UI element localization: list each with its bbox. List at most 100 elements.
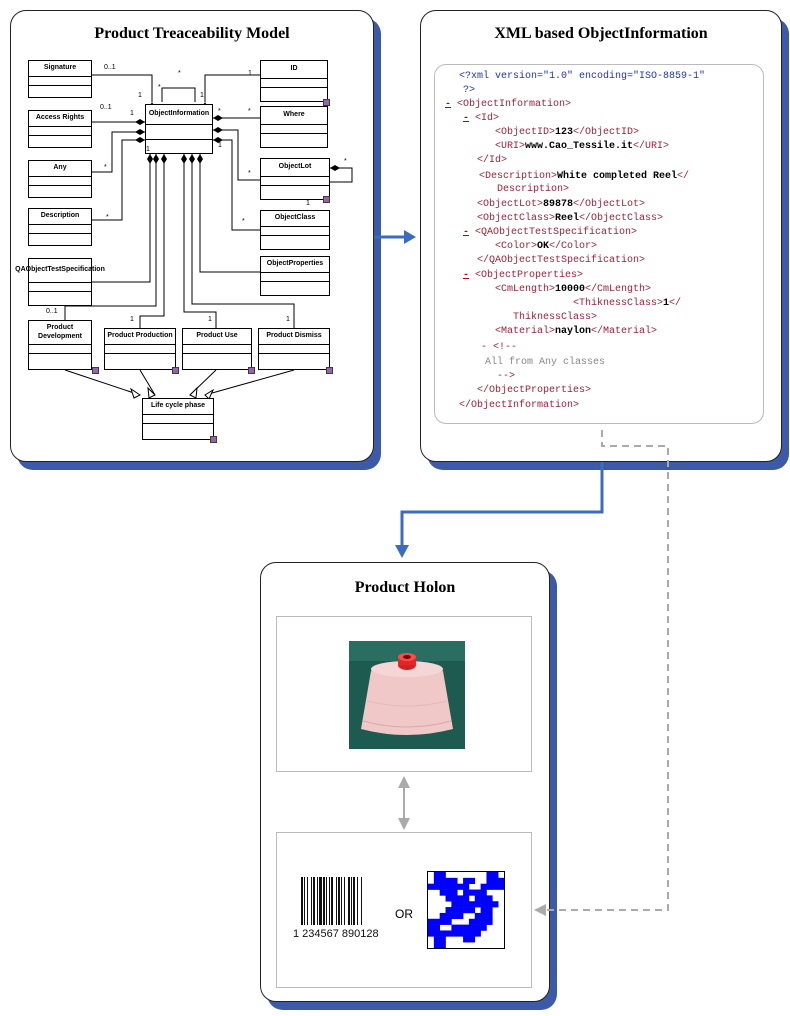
qr-module [439, 877, 446, 884]
collapse-toggle[interactable]: - [463, 227, 470, 238]
qr-module [468, 889, 476, 896]
qr-module [480, 889, 487, 896]
qr-module [451, 907, 458, 914]
qr-module [445, 907, 452, 914]
barcode-bar [304, 877, 305, 925]
xml-line: --> [497, 371, 516, 382]
arrow-down-icon [395, 545, 409, 558]
qr-module [457, 895, 464, 902]
qr-module [463, 895, 470, 902]
class-name: ObjectClass [261, 211, 329, 227]
qr-module [439, 936, 446, 943]
qr-module [492, 901, 499, 908]
barcode-bar [361, 877, 362, 925]
qr-module [474, 912, 481, 920]
xml-line: - <QAObjectTestSpecification> [463, 227, 638, 238]
qr-module [468, 936, 476, 943]
collapse-toggle[interactable]: - [463, 270, 470, 281]
class-name: ObjectProperties [261, 257, 329, 273]
qr-module [486, 912, 493, 920]
qr-module [468, 877, 476, 884]
qr-module [474, 889, 481, 896]
barcode-bar [317, 877, 318, 925]
qr-module [486, 918, 493, 925]
xml-line: ThiknessClass> [513, 312, 598, 323]
qr-module [445, 930, 452, 937]
xml-line: </ObjectProperties> [477, 385, 592, 396]
qr-module [480, 924, 487, 931]
multiplicity: 1 [200, 92, 204, 99]
uml-class-product-production: Product Production [104, 328, 176, 370]
qr-module [468, 918, 476, 925]
qr-module [445, 889, 452, 896]
barcode-bar [348, 877, 350, 925]
multiplicity: * [248, 170, 251, 177]
barcode-bar [307, 877, 308, 925]
uml-class-product-use: Product Use [182, 328, 252, 370]
multiplicity: 1 [130, 110, 134, 117]
uml-class-product-dismiss: Product Dismiss [258, 328, 330, 370]
qr-module [433, 942, 440, 948]
qr-module [433, 924, 440, 931]
xml-line: <Material>naylon</Material> [495, 326, 658, 337]
qr-module [468, 930, 476, 937]
qr-module [480, 918, 487, 925]
qr-module [468, 907, 476, 914]
uml-class-access-rights: Access Rights [28, 110, 92, 148]
barcode-bar [351, 877, 352, 925]
class-name: ID [261, 61, 327, 79]
barcode-bar [313, 877, 315, 925]
multiplicity: * [218, 108, 221, 115]
qr-module [457, 901, 464, 908]
qr-module [492, 877, 499, 884]
panel-title: XML based ObjectInformation [494, 25, 708, 42]
qr-module [451, 883, 458, 890]
class-name: ObjectInformation [146, 105, 212, 125]
uml-class-product-development: Product Development [28, 320, 92, 370]
barcode-image: 1 234567 890128 [291, 875, 383, 941]
qr-module [439, 930, 446, 937]
qr-module [498, 877, 504, 884]
class-corner-marker [210, 436, 217, 443]
qr-module [439, 872, 446, 879]
barcode-bar [329, 877, 330, 925]
qr-module [428, 924, 435, 931]
collapse-toggle[interactable]: - [463, 113, 470, 124]
multiplicity: * [242, 218, 245, 225]
qr-module [457, 924, 464, 931]
xml-line: <URI>www.Cao_Tessile.it</URI> [495, 141, 670, 152]
panel-title: Product Treaceability Model [94, 25, 290, 42]
qr-module [480, 895, 487, 902]
class-corner-marker [92, 367, 99, 374]
xml-line: - <ObjectInformation> [445, 99, 572, 110]
qr-module [457, 907, 464, 914]
yarn-cone-image [349, 641, 465, 749]
uml-class-id: ID [260, 60, 328, 102]
class-corner-marker [172, 367, 179, 374]
xml-line: <ObjectLot>89878</ObjectLot> [477, 199, 646, 210]
qr-module [463, 924, 470, 931]
qr-module [457, 912, 464, 920]
qr-module [445, 918, 452, 925]
qr-module [486, 877, 493, 884]
multiplicity: * [104, 164, 107, 171]
class-name: Product Production [105, 329, 175, 345]
collapse-toggle[interactable]: - [445, 99, 452, 110]
qr-module [480, 883, 487, 890]
class-name: Product Development [29, 321, 91, 345]
qr-module [451, 924, 458, 931]
qr-module [428, 930, 435, 937]
class-name: Signature [29, 61, 91, 77]
xml-line: <Color>OK</Color> [495, 241, 598, 252]
qr-module [445, 895, 452, 902]
identifier-box: 1 234567 890128 OR [276, 832, 532, 988]
qr-module [463, 930, 470, 937]
multiplicity: * [178, 70, 181, 77]
qr-module [463, 889, 470, 896]
qr-module [433, 883, 440, 890]
qr-module [492, 883, 499, 890]
uml-class-any: Any [28, 160, 92, 198]
qr-module [439, 912, 446, 920]
barcode-bar [341, 877, 342, 925]
xml-line: - <ObjectProperties> [463, 270, 584, 281]
